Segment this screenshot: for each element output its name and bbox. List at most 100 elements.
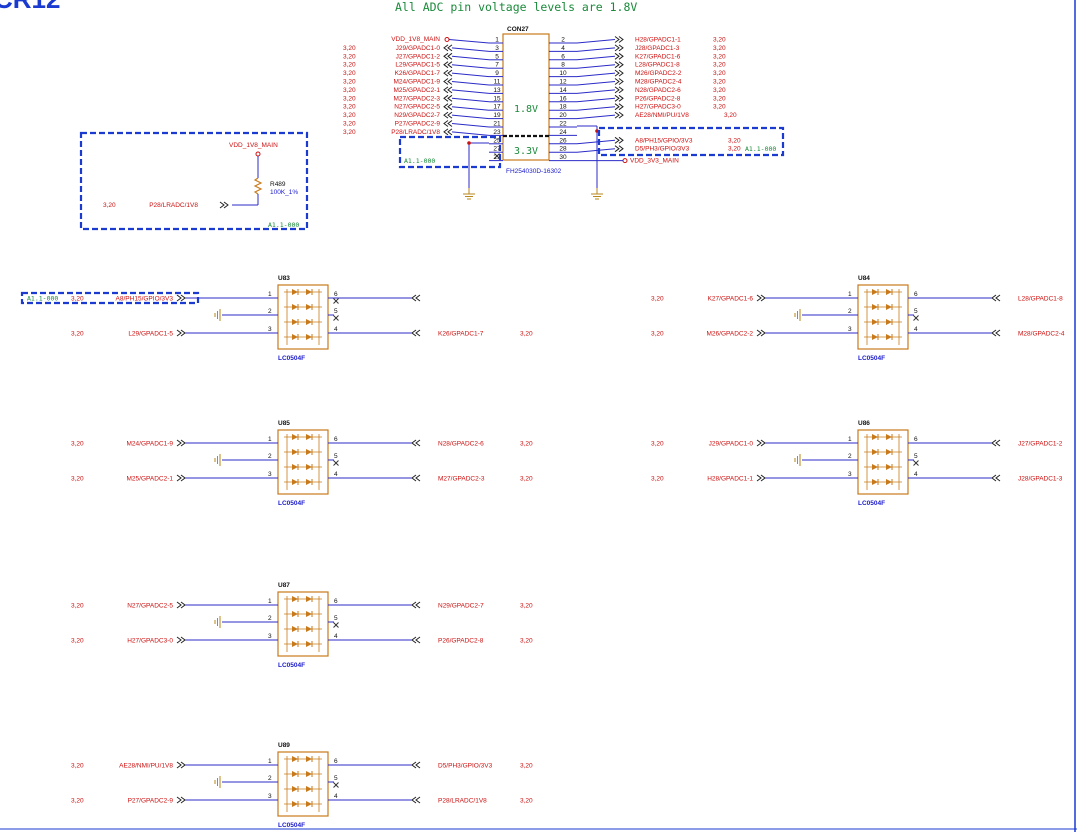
page-ref: 3,20 (343, 129, 356, 136)
pin-number: 27 (493, 146, 501, 153)
signal-label: P27/GPADC2-9 (395, 121, 441, 128)
pin-number: 3 (268, 633, 272, 640)
chip-partnumber: LC0504F (858, 500, 885, 507)
ground-icon (214, 309, 221, 321)
offpage-connector-icon (411, 329, 421, 337)
ground-icon (794, 454, 801, 466)
nc-stroke (333, 782, 339, 788)
signal-label: M28/GPADC2-4 (1018, 331, 1065, 338)
power-port-icon (255, 151, 261, 157)
signal-label: D5/PH3/GPIO/3V3 (635, 146, 690, 153)
resistor-block: VDD_1V8_MAINR489100K_1%P28/LRADC/1V83,20… (79, 131, 309, 231)
signal-label: N27/GPADC2-5 (394, 104, 440, 111)
nc-stroke (333, 315, 339, 321)
wire (451, 81, 490, 86)
pin-number: 4 (914, 326, 918, 333)
offpage-connector-icon (614, 52, 624, 60)
pin-number: 6 (914, 291, 918, 298)
power-port-icon (622, 158, 628, 164)
offpage-connector-icon (443, 44, 453, 52)
nc-stroke (494, 153, 500, 159)
offpage-connector-icon (991, 439, 1001, 447)
page-ref: 3,20 (343, 121, 356, 128)
pin-number: 16 (559, 95, 567, 102)
page-ref: 3,20 (713, 70, 726, 77)
signal-label: P27/GPADC2-9 (128, 798, 174, 805)
offpage-connector-icon (411, 474, 421, 482)
pin-number: 11 (494, 79, 501, 86)
offpage-connector-icon (443, 86, 453, 94)
page-ref: 3,20 (520, 763, 533, 770)
chip-ref: U86 (858, 420, 870, 427)
signal-label: D5/PH3/GPIO/3V3 (438, 763, 493, 770)
wire (451, 106, 490, 111)
signal-label: L29/GPADC1-5 (128, 331, 173, 338)
signal-label: M28/GPADC2-4 (635, 79, 682, 86)
offpage-connector-icon (756, 294, 766, 302)
page-ref: 3,20 (71, 638, 84, 645)
wire (576, 72, 616, 78)
offpage-connector-icon (411, 601, 421, 609)
nc-stroke (913, 460, 919, 466)
offpage-connector-icon (991, 329, 1001, 337)
page-ref: 3,20 (343, 53, 356, 60)
page-ref: 3,20 (343, 112, 356, 119)
ground-icon (214, 776, 221, 788)
page-ref: 3,20 (71, 476, 84, 483)
offpage-connector-icon (176, 796, 186, 804)
pin-number: 2 (561, 37, 565, 44)
pin-number: 4 (334, 633, 338, 640)
chip-body (277, 429, 329, 495)
signal-label: M24/GPADC1-9 (394, 79, 441, 86)
signal-label: M26/GPADC2-2 (707, 331, 754, 338)
signal-label: M27/GPADC2-3 (438, 476, 485, 483)
pin-number: 5 (914, 308, 918, 315)
pin-number: 4 (334, 793, 338, 800)
pin-number: 26 (559, 137, 567, 144)
offpage-connector-icon (176, 636, 186, 644)
pin-number: 3 (848, 471, 852, 478)
offpage-connector-icon (176, 601, 186, 609)
pin-number: 3 (268, 793, 272, 800)
offpage-connector-icon (443, 69, 453, 77)
wire (451, 123, 490, 128)
pin-number: 1 (268, 291, 272, 298)
signal-label: L29/GPADC1-5 (395, 62, 440, 69)
page-ref: 3,20 (728, 146, 741, 153)
signal-label: L28/GPADC1-8 (1018, 296, 1063, 303)
offpage-connector-icon (614, 69, 624, 77)
page-ref: 3,20 (713, 62, 726, 69)
pin-number: 22 (559, 121, 567, 128)
signal-label: H27/GPADC3-0 (635, 104, 681, 111)
offpage-connector-icon (176, 329, 186, 337)
offpage-connector-icon (991, 294, 1001, 302)
page-ref: 3,20 (713, 95, 726, 102)
pin-number: 5 (334, 775, 338, 782)
signal-label: M24/GPADC1-9 (127, 441, 174, 448)
power-rail-label: VDD_3V3_MAIN (630, 158, 679, 165)
power-port-icon (444, 37, 450, 42)
power-rail-label: VDD_1V8_MAIN (391, 36, 440, 43)
wire (448, 39, 490, 44)
pin-number: 10 (559, 70, 567, 77)
signal-label: M25/GPADC2-1 (394, 87, 441, 94)
page-ref: 3,20 (343, 79, 356, 86)
wire (451, 97, 490, 103)
signal-label: K26/GPADC1-7 (395, 70, 441, 77)
wire (451, 55, 490, 61)
signal-label: K27/GPADC1-6 (635, 53, 681, 60)
option-box-label: A1.1-000 (268, 221, 299, 229)
signal-label: P28/LRADC/1V8 (149, 202, 198, 209)
chip-partnumber: LC0504F (278, 662, 305, 669)
wire (451, 47, 490, 52)
resistor-value: 100K_1% (270, 189, 298, 196)
page-ref: 3,20 (651, 296, 664, 303)
page-ref: 3,20 (103, 202, 116, 209)
page-ref: 3,20 (343, 87, 356, 94)
pin-number: 6 (914, 436, 918, 443)
option-box (20, 291, 200, 305)
page-ref: 3,20 (71, 763, 84, 770)
pin-number: 23 (493, 129, 501, 136)
ground-icon (591, 188, 603, 200)
